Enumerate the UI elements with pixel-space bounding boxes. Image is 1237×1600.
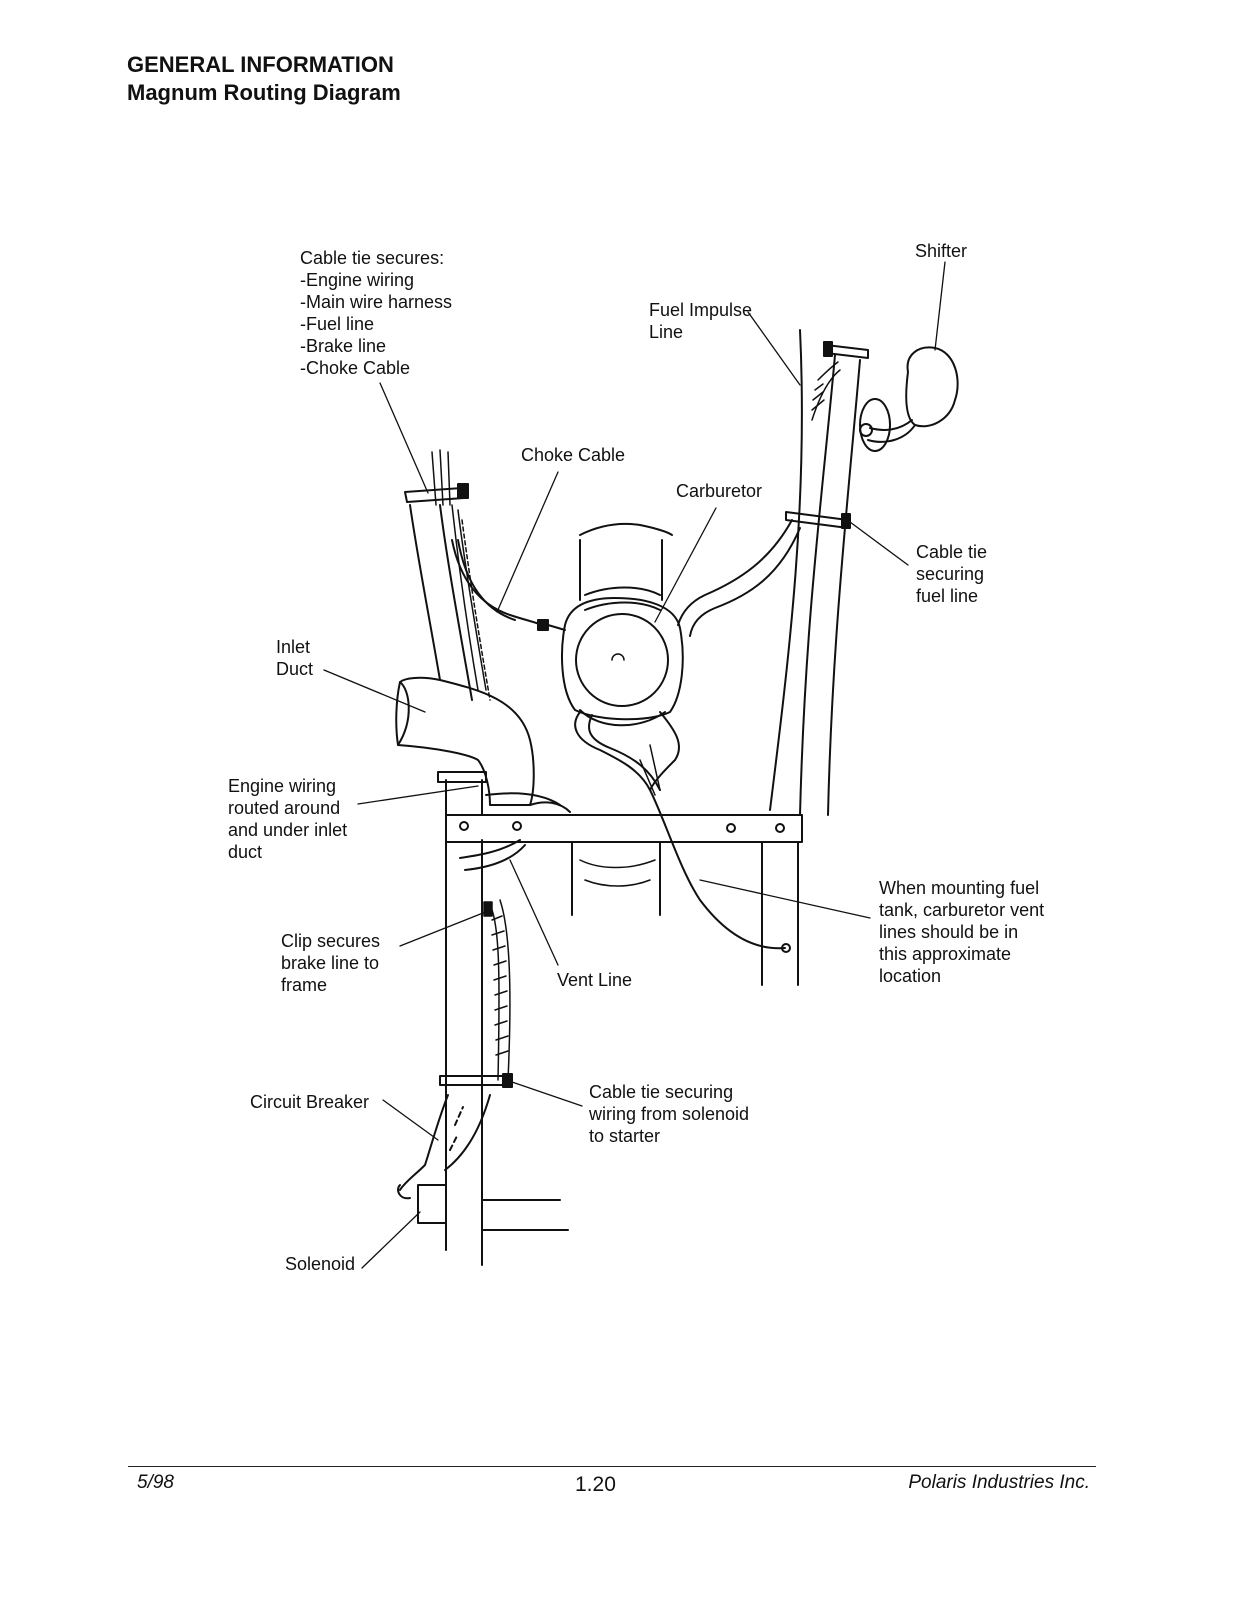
air-box (579, 522, 673, 611)
vent-line (459, 792, 571, 871)
circuit-breaker-wiring (397, 1094, 491, 1200)
wire-bundle-left (431, 449, 491, 701)
label-engine-wiring: Engine wiring routed around and under in… (228, 776, 348, 862)
shifter (859, 346, 959, 452)
choke-cable (451, 539, 566, 631)
carburetor-body (561, 597, 684, 727)
label-fuel-impulse-line: Fuel Impulse Line (649, 300, 753, 342)
right-frame-tube (761, 329, 861, 986)
inlet-duct (395, 676, 535, 806)
label-shifter: Shifter (915, 241, 968, 261)
label-circuit-breaker: Circuit Breaker (250, 1092, 370, 1112)
crossbar (445, 814, 803, 843)
fuel-line (677, 519, 801, 637)
page-title: Magnum Routing Diagram (127, 80, 401, 105)
label-cable-tie-secures: Cable tie secures: -Engine wiring -Main … (300, 248, 453, 378)
tube-top-clamp (823, 341, 869, 359)
cable-tie-lower (439, 1073, 513, 1088)
cable-tie-upper-left (404, 483, 469, 503)
left-frame-tube-lower (445, 779, 483, 1266)
lower-center-tube (571, 841, 661, 916)
fuel-impulse-hose (811, 361, 841, 421)
label-choke-cable: Choke Cable (521, 445, 626, 465)
left-frame-tube-upper (409, 504, 473, 701)
footer-page-number: 1.20 (575, 1473, 616, 1496)
label-clip-secures: Clip secures brake line to frame (281, 931, 381, 995)
label-mounting-fuel-tank: When mounting fuel tank, carburetor vent… (879, 878, 1045, 986)
footer-date: 5/98 (137, 1472, 174, 1493)
label-cable-tie-solenoid: Cable tie securing wiring from solenoid … (589, 1082, 750, 1146)
label-inlet-duct: Inlet Duct (276, 637, 314, 679)
cable-tie-right (785, 511, 851, 529)
brake-line (483, 899, 511, 1081)
label-cable-tie-fuel-line: Cable tie securing fuel line (916, 542, 988, 606)
solenoid-box (417, 1184, 447, 1224)
lower-right-bars (481, 1199, 569, 1231)
footer-company: Polaris Industries Inc. (908, 1472, 1090, 1493)
label-carburetor: Carburetor (676, 481, 763, 501)
carburetor-vent-lines (574, 711, 791, 953)
leader-lines (323, 261, 946, 1269)
section-heading: GENERAL INFORMATION (127, 52, 394, 77)
footer-rule (128, 1466, 1096, 1467)
label-solenoid: Solenoid (285, 1254, 356, 1274)
label-vent-line: Vent Line (557, 970, 633, 990)
cable-tie-mid-left (437, 771, 487, 783)
